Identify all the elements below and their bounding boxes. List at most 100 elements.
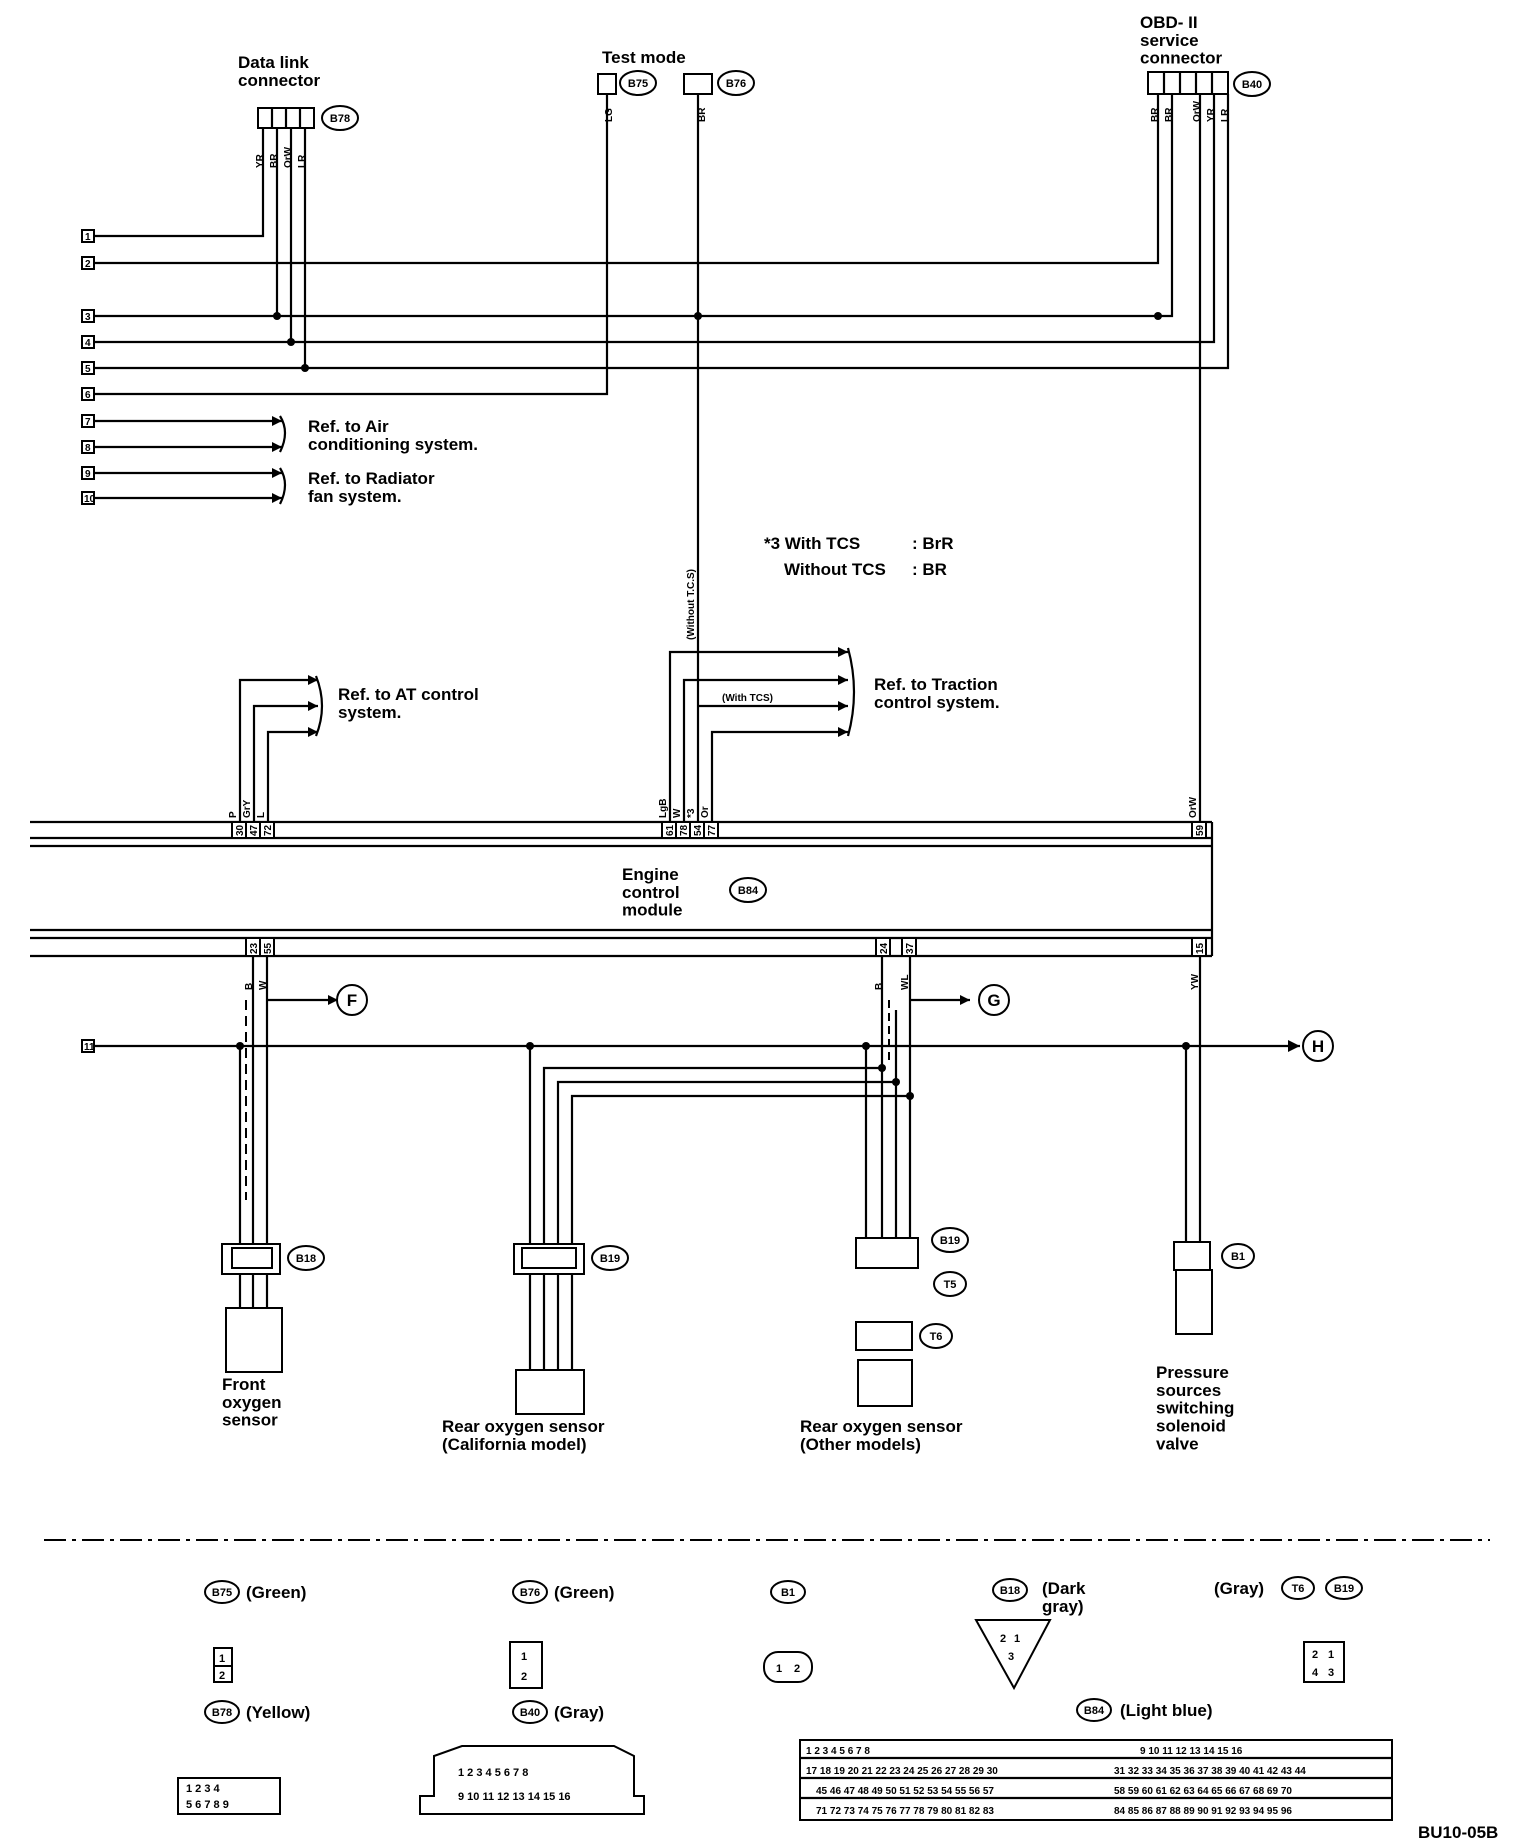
svg-text:1: 1 xyxy=(219,1653,225,1665)
svg-text:B19: B19 xyxy=(1334,1583,1354,1595)
svg-text:F: F xyxy=(347,991,357,1010)
wire-color: BR xyxy=(269,153,280,168)
wire-color: B xyxy=(874,983,885,990)
svg-text:6: 6 xyxy=(85,390,91,401)
svg-text:5 6 7 8 9: 5 6 7 8 9 xyxy=(186,1799,229,1811)
svg-text:2: 2 xyxy=(219,1670,225,1682)
svg-text:B40: B40 xyxy=(520,1707,540,1719)
connector-id-badge: B1 xyxy=(1221,1243,1255,1269)
rear-o2-other-label: Rear oxygen sensor(Other models) xyxy=(800,1417,963,1454)
wire-color: W xyxy=(258,980,269,990)
svg-text:B84: B84 xyxy=(1084,1705,1105,1717)
svg-text:B18: B18 xyxy=(296,1253,316,1265)
connector-id-badge: T6 xyxy=(919,1323,953,1349)
svg-text:T6: T6 xyxy=(1292,1583,1305,1595)
svg-text:B78: B78 xyxy=(330,113,350,125)
wire-color: BR xyxy=(1150,107,1161,122)
svg-text:47: 47 xyxy=(249,824,260,836)
wire-color: LgB xyxy=(658,799,669,818)
svg-text:31 32 33 34 35 36 37 38 39 40: 31 32 33 34 35 36 37 38 39 40 41 42 43 4… xyxy=(1114,1766,1306,1777)
svg-text:4: 4 xyxy=(85,338,91,349)
svg-text:B19: B19 xyxy=(940,1235,960,1247)
svg-text:2: 2 xyxy=(794,1663,800,1675)
test-mode-label: Test mode xyxy=(602,48,686,67)
svg-text:61: 61 xyxy=(665,824,676,836)
lower-wiring xyxy=(94,956,1300,1244)
svg-text:23: 23 xyxy=(249,942,260,954)
svg-text:B75: B75 xyxy=(628,78,648,90)
svg-text:3: 3 xyxy=(1008,1651,1014,1663)
svg-text:7: 7 xyxy=(85,417,91,428)
offpage-H: H xyxy=(1302,1030,1334,1062)
offpage-G: G xyxy=(978,984,1010,1016)
svg-text:8: 8 xyxy=(85,443,91,454)
connector-id-badge: B75 xyxy=(619,70,657,96)
svg-text:H: H xyxy=(1312,1037,1324,1056)
svg-text:G: G xyxy=(987,991,1000,1010)
offpage-F: F xyxy=(336,984,368,1016)
wire-color: OrW xyxy=(1188,796,1199,818)
svg-text:54: 54 xyxy=(693,824,704,836)
svg-text:B76: B76 xyxy=(726,78,746,90)
svg-text:B78: B78 xyxy=(212,1707,232,1719)
connector-id-badge: T5 xyxy=(933,1271,967,1297)
connector-id-badge: B18 xyxy=(287,1245,325,1271)
svg-text:84 85 86 87 88 89 90 91 92 93: 84 85 86 87 88 89 90 91 92 93 94 95 96 xyxy=(1114,1806,1292,1817)
wire-color: YW xyxy=(1190,973,1201,990)
svg-text:4: 4 xyxy=(1312,1667,1319,1679)
svg-text:10: 10 xyxy=(84,494,96,505)
wire-color: B xyxy=(244,983,255,990)
test-mode-connectors: Test mode B75 B76 LG BR xyxy=(597,48,755,122)
connector-id-badge: B84 xyxy=(729,877,767,903)
wire-color: *3 xyxy=(686,808,697,818)
wire-color: LR xyxy=(1220,108,1231,122)
svg-text:1 2 3 4 5 6 7 8: 1 2 3 4 5 6 7 8 xyxy=(458,1767,528,1779)
svg-text:9 10 11 12 13 14 15 16: 9 10 11 12 13 14 15 16 xyxy=(1140,1746,1243,1757)
svg-text:24: 24 xyxy=(879,942,890,954)
svg-text:30: 30 xyxy=(235,824,246,836)
svg-text:2: 2 xyxy=(1312,1649,1318,1661)
svg-text:B75: B75 xyxy=(212,1587,232,1599)
traction-control-wires xyxy=(668,647,856,822)
connector-id-badge: B19 xyxy=(931,1227,969,1253)
svg-text:1 2 3 4: 1 2 3 4 xyxy=(186,1783,221,1795)
svg-text:9: 9 xyxy=(85,469,91,480)
figure-code: BU10-05B xyxy=(1418,1823,1498,1842)
svg-text:: BrR: : BrR xyxy=(912,534,954,553)
svg-text:3: 3 xyxy=(85,312,91,323)
without-tcs-tag: (Without T.C.S) xyxy=(686,569,697,640)
svg-text:B84: B84 xyxy=(738,885,759,897)
legend-b84: B84 (Light blue) 1 2 3 4 5 6 7 8 9 10 11… xyxy=(799,1698,1393,1821)
engine-control-module: 30 47 72 61 78 54 77 59 23 55 24 37 15 E… xyxy=(30,820,1214,958)
svg-text:58 59 60 61 62 63 64 65 66 67: 58 59 60 61 62 63 64 65 66 67 68 69 70 xyxy=(1114,1786,1292,1797)
wire-color: GrY xyxy=(242,799,253,818)
rear-o2-ca-label: Rear oxygen sensor(California model) xyxy=(442,1417,605,1454)
svg-text:77: 77 xyxy=(707,824,718,836)
svg-text:78: 78 xyxy=(679,824,690,836)
wire-color: L xyxy=(256,812,267,818)
wire-color: LG xyxy=(604,108,615,122)
rear-o2-other-connector: B19 T5 T6 Rear oxygen sensor(Other model… xyxy=(800,1227,969,1454)
svg-text:9 10 11 12 13 14 15 16: 9 10 11 12 13 14 15 16 xyxy=(458,1791,571,1803)
connector-id-badge: B40 xyxy=(1233,71,1271,97)
svg-text:55: 55 xyxy=(263,942,274,954)
tcs-note: *3 With TCS : BrR Without TCS : BR xyxy=(764,534,954,579)
svg-text:2: 2 xyxy=(1000,1633,1006,1645)
svg-text:11: 11 xyxy=(84,1042,95,1053)
svg-text:59: 59 xyxy=(1195,824,1206,836)
wire-color: BR xyxy=(1164,107,1175,122)
wire-color: Or xyxy=(700,806,711,818)
wire-color: BR xyxy=(697,107,708,122)
svg-text:1 2 3 4 5 6 7 8: 1 2 3 4 5 6 7 8 xyxy=(806,1746,870,1757)
harness-wires xyxy=(94,94,1230,822)
svg-text:(Green): (Green) xyxy=(246,1583,306,1602)
